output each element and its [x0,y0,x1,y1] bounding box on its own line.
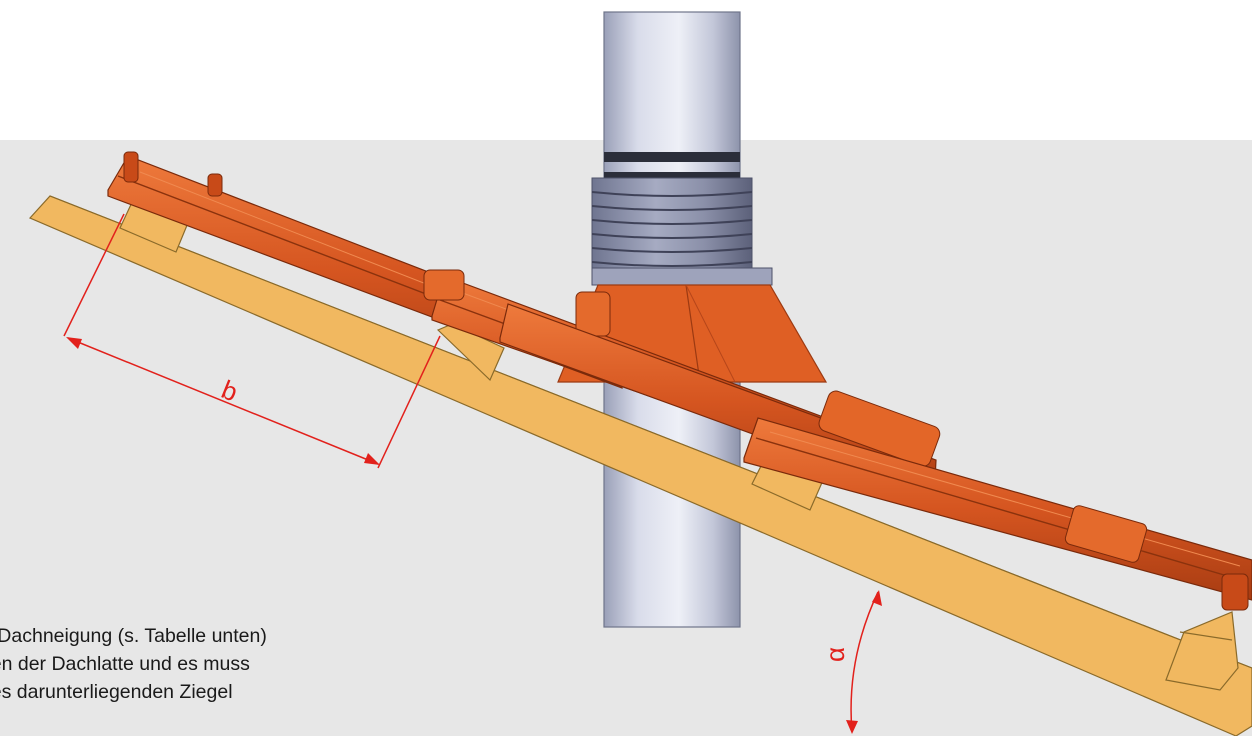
caption-line-1: ender Dachneigung (s. Tabelle unten) [0,625,267,647]
caption-line-2: sklinken der Dachlatte und es muss [0,653,250,675]
dimension-alpha [846,590,882,734]
dimension-b [63,213,441,469]
caption-line-3: ung des darunterliegenden Ziegel [0,681,233,703]
label-alpha: α [820,647,850,662]
caption-text: ender Dachneigung (s. Tabelle unten) skl… [0,622,560,706]
rafter-board [28,195,1252,736]
roof-tiles [107,151,1252,611]
label-b: b [217,374,242,407]
battens [119,197,1239,691]
